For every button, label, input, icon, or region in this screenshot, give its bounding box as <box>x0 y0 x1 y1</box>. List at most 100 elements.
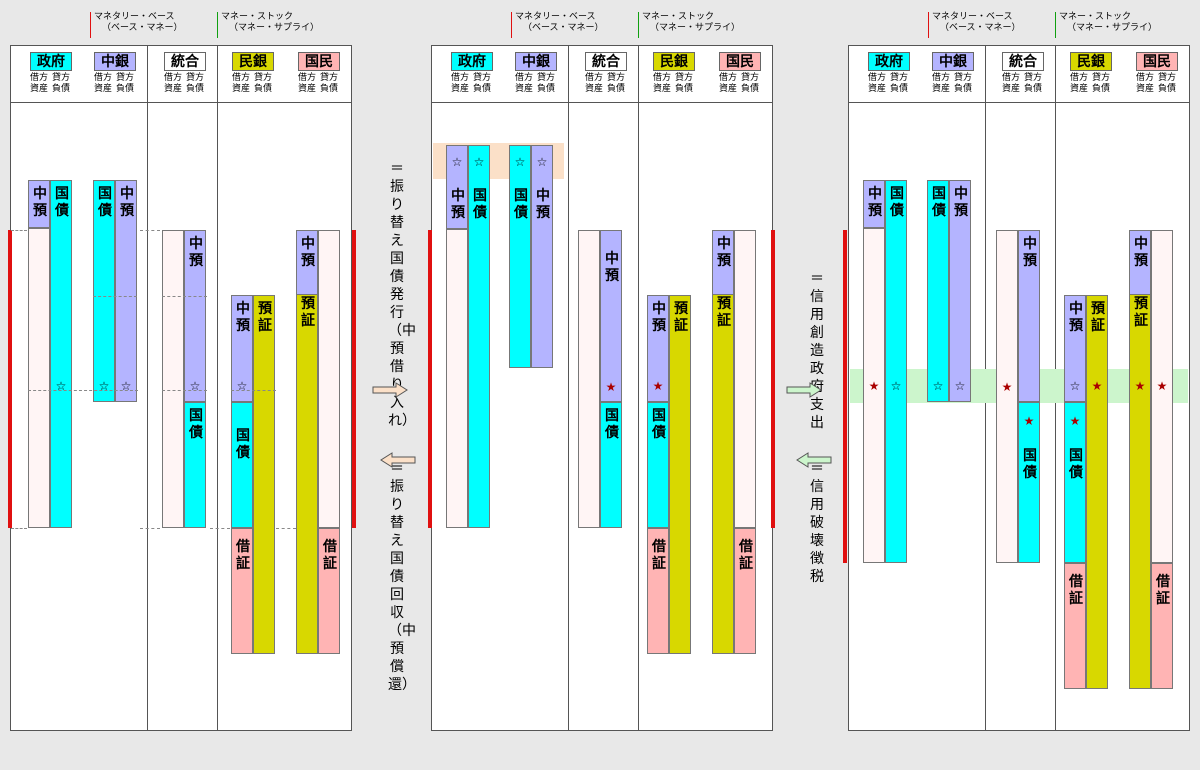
header-divider <box>848 102 1190 103</box>
pb-pdep-bar: 預証 <box>669 295 691 654</box>
col-debit-label2: 資産 <box>1001 84 1020 94</box>
int-asset-bar <box>578 230 600 528</box>
cb-bond-bar: 国債☆ <box>93 180 115 402</box>
legend-ms-line2: （マネー・サプライ） <box>650 23 741 33</box>
col-debit-label: 借方 <box>93 73 112 83</box>
ppl-pdep-bar-label: 預証 <box>1134 296 1148 329</box>
pb-dep-bar-star: ☆ <box>236 379 248 393</box>
pb-dep-bar: 中預☆ <box>1064 295 1086 402</box>
entity-header-pb: 民銀 <box>653 52 695 71</box>
gov-bond-bar-label: 国債 <box>890 186 904 219</box>
col-credit-label2: 負債 <box>889 84 908 94</box>
pb-bond-bar-label: 国債 <box>1069 448 1083 481</box>
pb-bond-bar: 国債 <box>231 402 253 528</box>
int-bond-bar: 国債 <box>184 402 206 528</box>
col-debit-label2: 資産 <box>450 84 469 94</box>
money-base-range-bar <box>8 230 12 528</box>
int-dep-bar-star: ☆ <box>189 379 201 393</box>
entity-header-int: 統合 <box>164 52 206 71</box>
cb-dep-bar-label: 中預 <box>954 186 968 219</box>
transfer-redeem-text: ＝振り替え国債回収（中預償還） <box>388 461 416 693</box>
ppl-pdep-bar-label: 預証 <box>717 296 731 329</box>
gov-bond-bar: 国債☆ <box>468 145 490 528</box>
column-divider <box>217 45 218 731</box>
legend-ms-line1: マネー・ストック <box>221 12 294 22</box>
col-credit-label: 貸方 <box>674 73 693 83</box>
mid-line <box>93 296 137 297</box>
legend-mb-line2: （ベース・マネー） <box>102 23 183 33</box>
pb-dep-bar: 中預☆ <box>231 295 253 402</box>
legend-mb-line1: マネタリー・ベース <box>515 12 596 22</box>
col-debit-label2: 資産 <box>231 84 250 94</box>
col-debit-label2: 資産 <box>652 84 671 94</box>
col-debit-label2: 資産 <box>931 84 950 94</box>
col-debit-label: 借方 <box>163 73 182 83</box>
ppl-asset-bar <box>734 230 756 528</box>
ppl-loan-bar-label: 借証 <box>739 539 753 572</box>
entity-header-pb: 民銀 <box>232 52 274 71</box>
right-arrow-shape <box>786 382 822 398</box>
gov-bond-bar: 国債☆ <box>50 180 72 528</box>
cb-dep-bar-star: ☆ <box>536 155 548 169</box>
gov-dep-bar: 中預☆ <box>446 145 468 229</box>
col-debit-label: 借方 <box>514 73 533 83</box>
col-credit-label: 貸方 <box>472 73 491 83</box>
cb-bond-bar-star: ☆ <box>98 379 110 393</box>
ppl-dep-bar: 中預 <box>296 230 318 295</box>
gov-bond-bar-label: 国債 <box>473 188 487 221</box>
col-credit-label: 貸方 <box>1157 73 1176 83</box>
cb-bond-bar-star: ☆ <box>514 155 526 169</box>
col-credit-label: 貸方 <box>185 73 204 83</box>
legend-mb-line2: （ベース・マネー） <box>523 23 604 33</box>
ppl-pdep-bar-star: ★ <box>1134 379 1146 393</box>
ppl-dep-bar: 中預 <box>712 230 734 295</box>
cb-dep-bar: 中預 ☆ <box>531 145 553 368</box>
ppl-asset-bar <box>318 230 340 528</box>
col-debit-label2: 資産 <box>1069 84 1088 94</box>
col-debit-label: 借方 <box>718 73 737 83</box>
pb-bond-bar: 国債★ <box>1064 402 1086 563</box>
col-credit-label2: 負債 <box>1023 84 1042 94</box>
cb-dep-bar-label: 中預 <box>536 188 550 221</box>
int-bond-bar: 国債 ★ <box>1018 402 1040 563</box>
col-credit-label2: 負債 <box>51 84 70 94</box>
pb-loan-bar-label: 借証 <box>652 539 666 572</box>
pb-dep-bar-label: 中預 <box>1069 301 1083 334</box>
pb-loan-bar: 借証 <box>231 528 253 654</box>
legend-ms-line1: マネー・ストック <box>1059 12 1132 22</box>
mb-marker <box>90 12 91 38</box>
col-debit-label2: 資産 <box>1135 84 1154 94</box>
ms-marker <box>217 12 218 38</box>
pb-pdep-bar: 預証★ <box>1086 295 1108 689</box>
money-stock-range-bar <box>352 230 356 528</box>
legend-mb-line1: マネタリー・ベース <box>932 12 1013 22</box>
left-arrow <box>380 452 416 468</box>
int-bond-bar-star: ★ <box>1023 414 1035 428</box>
ppl-loan-bar-label: 借証 <box>1156 574 1170 607</box>
entity-header-int: 統合 <box>585 52 627 71</box>
ppl-pdep-bar: 預証 ★ <box>1129 230 1151 689</box>
col-debit-label: 借方 <box>1001 73 1020 83</box>
gov-dep-bar-star: ☆ <box>451 155 463 169</box>
col-credit-label2: 負債 <box>253 84 272 94</box>
cb-dep-bar-label: 中預 <box>120 186 134 219</box>
int-bond-bar-label: 国債 <box>1023 448 1037 481</box>
pb-dep-bar-star: ★ <box>652 379 664 393</box>
col-credit-label: 貸方 <box>536 73 555 83</box>
column-divider <box>568 45 569 731</box>
pb-pdep-bar-label: 預証 <box>1091 301 1105 334</box>
money-stock-range-bar <box>771 230 775 528</box>
left-arrow-shape <box>380 452 416 468</box>
col-credit-label2: 負債 <box>115 84 134 94</box>
gov-bond-bar-star: ☆ <box>55 379 67 393</box>
entity-header-gov: 政府 <box>868 52 910 71</box>
pb-loan-bar-label: 借証 <box>1069 574 1083 607</box>
cb-bond-bar-star: ☆ <box>932 379 944 393</box>
col-credit-label2: 負債 <box>472 84 491 94</box>
col-debit-label2: 資産 <box>163 84 182 94</box>
int-dep-bar: 中預★ <box>600 230 622 402</box>
ms-marker <box>638 12 639 38</box>
entity-header-int: 統合 <box>1002 52 1044 71</box>
int-asset-bar: ★ <box>996 230 1018 563</box>
int-bond-bar-label: 国債 <box>605 408 619 441</box>
